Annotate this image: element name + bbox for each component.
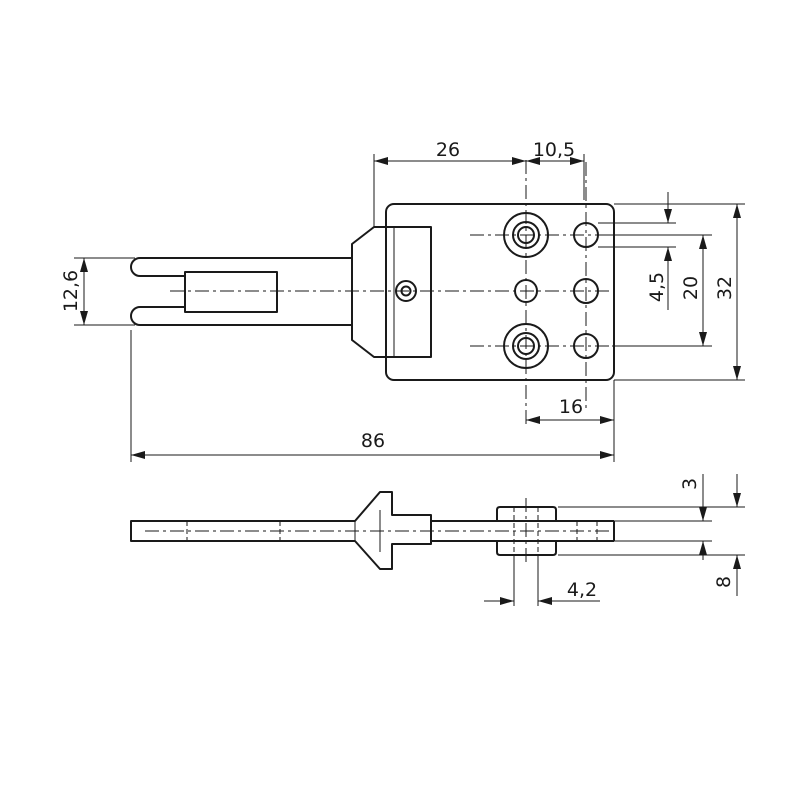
dim-32: 32 bbox=[714, 204, 741, 380]
dim-12-6: 12,6 bbox=[60, 258, 88, 325]
mounting-plate bbox=[385, 203, 615, 381]
head-collar bbox=[351, 226, 432, 358]
dim-10-5: 10,5 bbox=[526, 139, 584, 165]
dim-10-5-label: 10,5 bbox=[533, 139, 575, 161]
dim-32-label: 32 bbox=[714, 276, 736, 300]
dim-26-label: 26 bbox=[436, 139, 460, 161]
dim-4-2: 4,2 bbox=[484, 579, 600, 605]
top-view-centerlines bbox=[170, 160, 615, 425]
dim-8: 8 bbox=[713, 474, 741, 596]
dim-20-label: 20 bbox=[680, 276, 702, 300]
dim-12-6-label: 12,6 bbox=[60, 270, 82, 312]
fork-tongue bbox=[130, 257, 352, 326]
dim-8-label: 8 bbox=[713, 576, 735, 588]
top-view bbox=[130, 160, 615, 425]
dim-20: 20 bbox=[680, 235, 707, 346]
dim-86: 86 bbox=[131, 430, 614, 459]
dim-26: 26 bbox=[374, 139, 526, 165]
dim-4-2-label: 4,2 bbox=[567, 579, 597, 601]
dimensions: 26 10,5 12,6 4,5 20 bbox=[60, 139, 745, 606]
dim-4-5-label: 4,5 bbox=[646, 272, 668, 302]
dim-3: 3 bbox=[679, 474, 707, 560]
dim-86-label: 86 bbox=[361, 430, 385, 452]
dim-16-label: 16 bbox=[559, 396, 583, 418]
side-view bbox=[130, 491, 615, 570]
dim-3-label: 3 bbox=[679, 478, 701, 490]
dim-16: 16 bbox=[526, 396, 614, 424]
dim-4-5: 4,5 bbox=[646, 192, 672, 310]
